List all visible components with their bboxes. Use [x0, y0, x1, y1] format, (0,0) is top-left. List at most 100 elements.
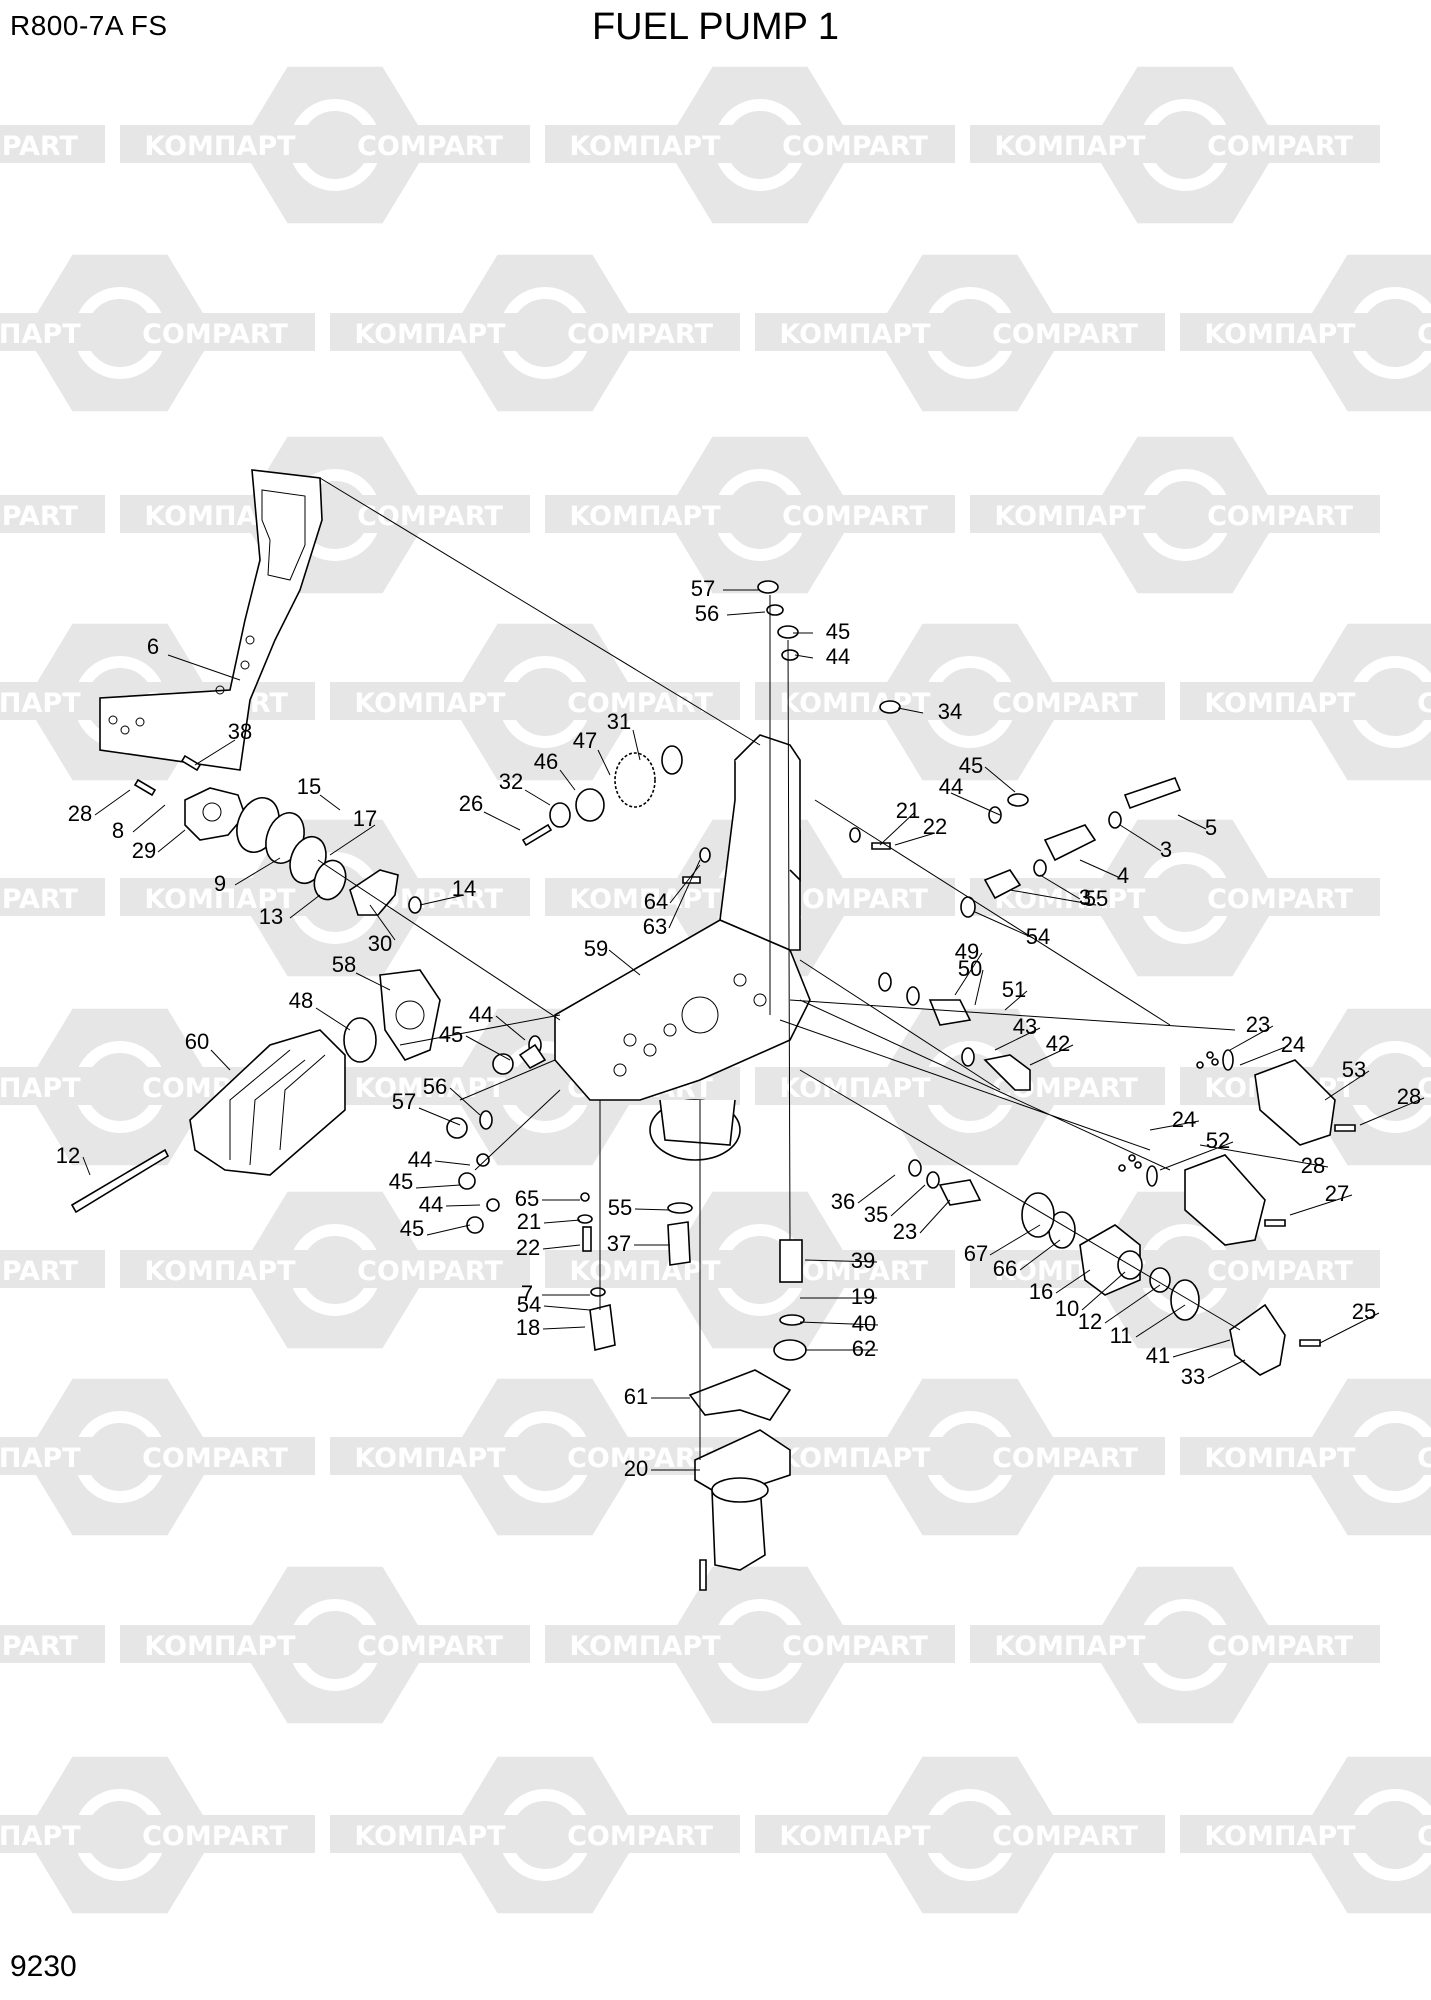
part-callout: 64	[644, 889, 668, 914]
fitting-55b	[667, 1221, 691, 1266]
watermark-band	[1180, 1625, 1380, 1663]
watermark-band	[120, 878, 320, 916]
watermark-text: COMPART	[1417, 1443, 1431, 1474]
part-callout: 46	[534, 749, 558, 774]
watermark-text: COMPART	[1207, 1256, 1353, 1287]
callout-leader	[668, 859, 701, 929]
callout-leader	[799, 1321, 879, 1326]
bolt-27	[70, 1148, 170, 1214]
part-callout: 8	[112, 818, 124, 843]
watermark-band	[1180, 682, 1380, 720]
part-callout: 21	[517, 1209, 541, 1234]
callout-leader	[1239, 1045, 1289, 1066]
watermark-band	[330, 1437, 530, 1475]
watermark-band	[330, 313, 530, 351]
watermark-text: KOMПАРТ	[569, 1631, 721, 1662]
part-callout: 28	[1301, 1153, 1325, 1178]
part-callout: 32	[499, 769, 523, 794]
part-callout: 62	[852, 1336, 876, 1361]
watermark-text: COMPART	[357, 131, 503, 162]
callout-leader	[974, 969, 984, 1006]
watermark-text: KOMПАРТ	[0, 688, 81, 719]
part-callout: 59	[584, 936, 608, 961]
callout-leader	[94, 789, 131, 816]
watermark-text: COMPART	[992, 688, 1138, 719]
part-callout: 48	[289, 988, 313, 1013]
part-callout: 14	[452, 876, 476, 901]
part-callout: 45	[400, 1216, 424, 1241]
part-callout: 28	[68, 801, 92, 826]
gear-31	[614, 752, 656, 808]
watermark-text: COMPART	[567, 319, 713, 350]
page-number: 9230	[10, 1950, 77, 1983]
watermark-text: COMPART	[992, 1443, 1138, 1474]
watermark-text: KOMПАРТ	[779, 1443, 931, 1474]
actuator-53	[1254, 1059, 1336, 1146]
sensor-40	[589, 1304, 616, 1351]
callout-leader	[419, 894, 465, 906]
watermark-band	[755, 495, 955, 533]
part-callout: 25	[1352, 1299, 1376, 1324]
callout-leader	[289, 894, 321, 919]
callout-leader	[954, 952, 983, 996]
watermark-text: KOMПАРТ	[144, 1256, 296, 1287]
part-callout: 54	[1026, 924, 1050, 949]
callout-leader	[794, 654, 814, 659]
callout-leader	[132, 804, 166, 833]
watermark-band	[970, 1625, 1170, 1663]
watermark-text: COMPART	[0, 131, 78, 162]
part-callout: 45	[389, 1169, 413, 1194]
watermark-band	[1390, 1815, 1431, 1853]
watermark-text: KOMПАРТ	[0, 1821, 81, 1852]
part-callout: 52	[1206, 1128, 1230, 1153]
fitting-4	[1043, 824, 1097, 862]
fitting-51	[928, 999, 972, 1026]
part-callout: 11	[1110, 1323, 1133, 1348]
part-callout: 12	[56, 1143, 80, 1168]
part-callout: 31	[607, 709, 631, 734]
watermark-band	[0, 1437, 105, 1475]
watermark-band	[330, 1250, 530, 1288]
watermark-band	[115, 1437, 315, 1475]
part-callout: 15	[297, 774, 321, 799]
callout-leader	[1149, 1120, 1200, 1131]
callout-leader	[418, 1107, 461, 1126]
callout-leader	[984, 766, 1016, 793]
watermark-band	[1180, 125, 1380, 163]
watermark-band	[0, 1067, 105, 1105]
callout-leader	[234, 857, 281, 886]
part-callout: 55	[608, 1195, 632, 1220]
part-callout: 24	[1281, 1032, 1305, 1057]
bolt-20	[699, 1559, 707, 1591]
callout-leader	[329, 824, 376, 856]
part-callout: 17	[353, 806, 377, 831]
watermark-band	[1180, 1437, 1380, 1475]
part-callout: 45	[959, 753, 983, 778]
watermark-text: KOMПАРТ	[569, 884, 721, 915]
watermark-text: KOMПАРТ	[0, 1443, 81, 1474]
watermark-band	[0, 878, 105, 916]
callout-leader	[857, 1174, 896, 1204]
callout-leader	[483, 811, 521, 831]
watermark-text: COMPART	[142, 1821, 288, 1852]
watermark-band	[0, 313, 105, 351]
watermark-text: COMPART	[782, 131, 928, 162]
watermark-band	[0, 495, 105, 533]
callout-leader	[449, 1087, 481, 1116]
fitting-55	[983, 869, 1022, 900]
watermark-band	[755, 1625, 955, 1663]
watermark-text: KOMПАРТ	[0, 1073, 81, 1104]
watermark-text: KOMПАРТ	[569, 1256, 721, 1287]
watermark-text: COMPART	[1417, 1073, 1431, 1104]
watermark-text: COMPART	[782, 1631, 928, 1662]
watermark-band	[965, 1437, 1165, 1475]
watermark-text: KOMПАРТ	[1204, 319, 1356, 350]
callout-leader	[426, 1224, 471, 1236]
watermark-text: COMPART	[1207, 501, 1353, 532]
part-callout: 49	[955, 939, 979, 964]
watermark-band	[330, 682, 530, 720]
watermark-band	[115, 1815, 315, 1853]
callout-leader	[634, 1208, 671, 1211]
callout-leader	[994, 1027, 1041, 1051]
watermark-band	[545, 1250, 745, 1288]
